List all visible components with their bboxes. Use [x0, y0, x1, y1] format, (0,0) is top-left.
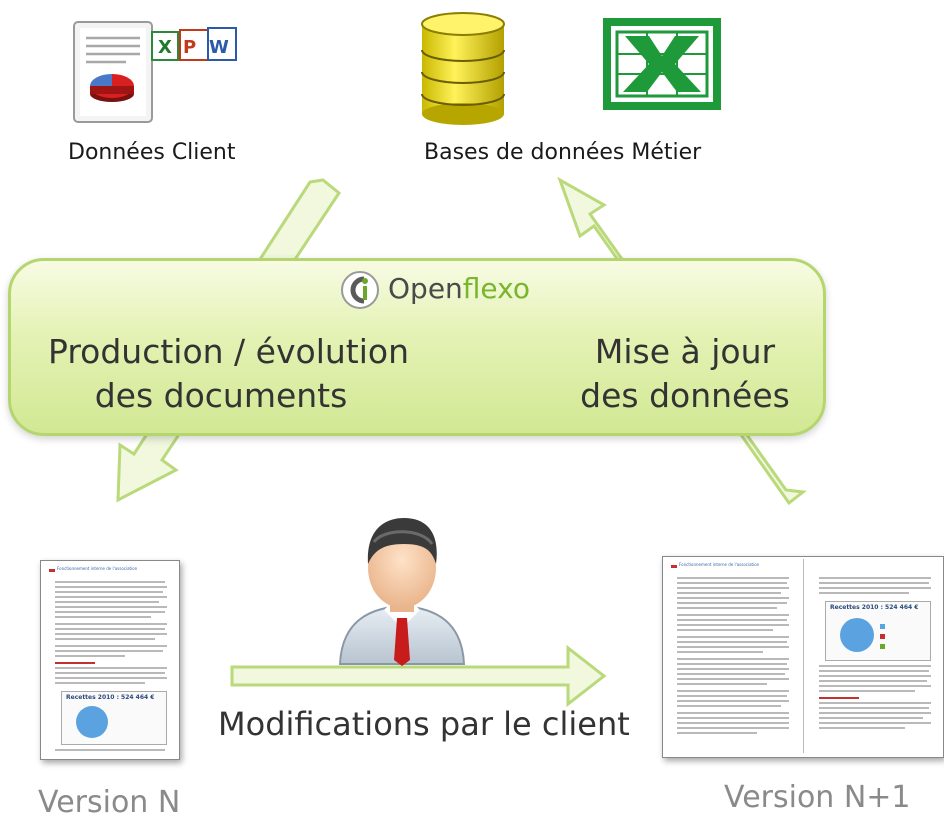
brand-open: Open	[388, 272, 463, 305]
doc-chart-n1: Recettes 2010 : 524 464 €	[825, 601, 931, 661]
version-n1-label: Version N+1	[724, 780, 911, 815]
svg-text:W: W	[209, 37, 229, 58]
document-version-n1: Fonctionnement interne de l'association	[662, 556, 944, 758]
office-icons: X P W	[151, 27, 237, 61]
svg-text:X: X	[158, 37, 172, 58]
brand-flexo: flexo	[462, 272, 531, 305]
excel-icon	[603, 18, 721, 110]
database-icon	[421, 12, 505, 125]
banner-left-text: Production / évolution des documents	[48, 330, 409, 418]
doc-chart-title-n1: Recettes 2010 : 524 464 €	[830, 604, 919, 611]
production-line2: des documents	[94, 376, 348, 415]
word-icon: W	[207, 27, 237, 61]
powerpoint-icon: P	[179, 29, 209, 61]
version-n-label: Version N	[38, 785, 181, 820]
doc-chart-title-n: Recettes 2010 : 524 464 €	[66, 694, 155, 701]
excel-icon-small: X	[151, 31, 179, 61]
doc-header-n1: Fonctionnement interne de l'association	[679, 562, 760, 567]
user-avatar-icon	[338, 518, 466, 666]
document-chart-icon	[73, 21, 153, 123]
client-data-label: Données Client	[68, 140, 236, 165]
update-line2: des données	[580, 376, 790, 415]
doc-chart-n: Recettes 2010 : 524 464 €	[61, 691, 167, 745]
document-version-n: Fonctionnement interne de l'association …	[40, 560, 180, 760]
arrow-right	[230, 644, 607, 708]
update-line1: Mise à jour	[594, 332, 776, 371]
modifications-label: Modifications par le client	[218, 705, 630, 743]
doc-header-n: Fonctionnement interne de l'association	[57, 566, 138, 571]
production-line1: Production / évolution	[48, 332, 409, 371]
openflexo-banner	[8, 258, 826, 436]
db-label: Bases de données Métier	[424, 140, 702, 165]
svg-text:P: P	[183, 37, 196, 58]
openflexo-logo: Openflexo	[340, 268, 560, 314]
openflexo-logo-icon	[341, 271, 379, 309]
banner-right-text: Mise à jour des données	[574, 330, 796, 418]
client-data-icon-group: X P W	[66, 20, 246, 130]
